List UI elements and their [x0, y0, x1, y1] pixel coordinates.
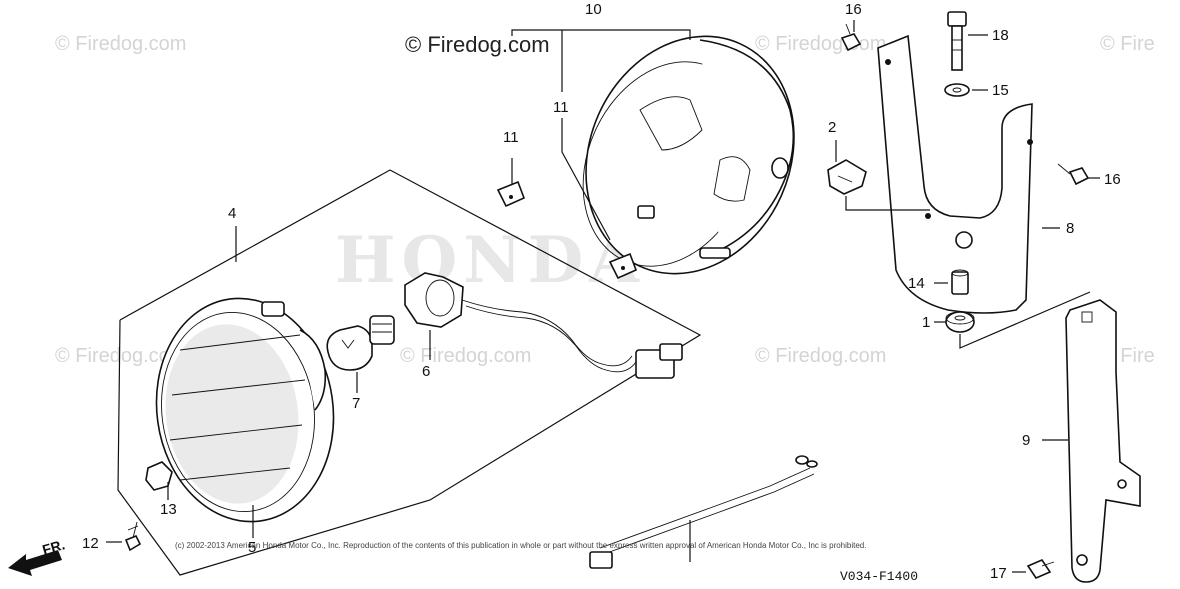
callout-18: 18 — [992, 27, 1009, 44]
watermark: © Fire — [1100, 33, 1155, 55]
bolt-16-upper — [840, 23, 862, 52]
callout-13: 13 — [160, 501, 177, 518]
callout-2: 2 — [828, 119, 836, 136]
callout-labels: 4 5 6 7 13 12 10 11 11 2 16 18 15 16 8 1… — [82, 1, 1121, 582]
callout-1: 1 — [922, 314, 930, 331]
leader-2b — [845, 196, 930, 211]
headlight-assembly-outline — [117, 169, 702, 576]
leader-11b — [561, 118, 611, 241]
callout-14: 14 — [908, 275, 925, 292]
case-clip-left — [496, 180, 526, 208]
callout-15: 15 — [992, 82, 1009, 99]
honda-brand-watermark: HONDA — [335, 223, 645, 298]
watermark: © Firedog.com — [55, 33, 186, 55]
callout-17: 17 — [990, 565, 1007, 582]
watermark: © Firedog.com — [400, 345, 531, 367]
screw-12 — [124, 521, 142, 552]
callout-9: 9 — [1022, 432, 1030, 449]
bolt-18 — [947, 11, 967, 71]
leader-1b — [959, 291, 1091, 349]
callout-12: 12 — [82, 535, 99, 552]
grommet-1 — [945, 311, 975, 333]
copyright-note: (c) 2002-2013 American Honda Motor Co., … — [175, 541, 866, 550]
bolt-16-right — [1057, 163, 1090, 186]
site-label: © Firedog.com — [405, 32, 550, 57]
washer-15 — [944, 83, 970, 97]
headlight-stay — [877, 34, 1033, 314]
front-arrow-icon: FR. — [8, 536, 67, 576]
callout-10: 10 — [585, 1, 602, 18]
callout-11-right: 11 — [553, 99, 569, 116]
collar-14 — [951, 269, 969, 295]
callout-5: 5 — [248, 539, 256, 556]
callout-8: 8 — [1066, 220, 1074, 237]
bulb-socket — [404, 272, 683, 379]
callout-4: 4 — [228, 205, 236, 222]
diagram-code: V034-F1400 — [840, 569, 918, 584]
callout-11-left: 11 — [503, 129, 519, 146]
wire-clip — [827, 159, 867, 195]
case-clip-right — [608, 252, 638, 280]
leader-10 — [511, 29, 691, 40]
watermark: © Firedog.com — [755, 345, 886, 367]
bolt-17 — [1026, 559, 1055, 579]
callout-16-right: 16 — [1104, 171, 1121, 188]
callout-16-upper: 16 — [845, 1, 862, 18]
watermark: © Firedog.com — [755, 33, 886, 55]
headlight-unit — [155, 297, 335, 523]
watermark: © Firedog.com — [55, 345, 186, 367]
callout-6: 6 — [422, 363, 430, 380]
wire-harness — [589, 455, 818, 569]
stay-bracket-9 — [1065, 299, 1141, 583]
front-arrow-label: FR. — [40, 536, 66, 558]
callout-7: 7 — [352, 395, 360, 412]
bulb — [326, 315, 395, 371]
headlight-case — [582, 35, 795, 275]
